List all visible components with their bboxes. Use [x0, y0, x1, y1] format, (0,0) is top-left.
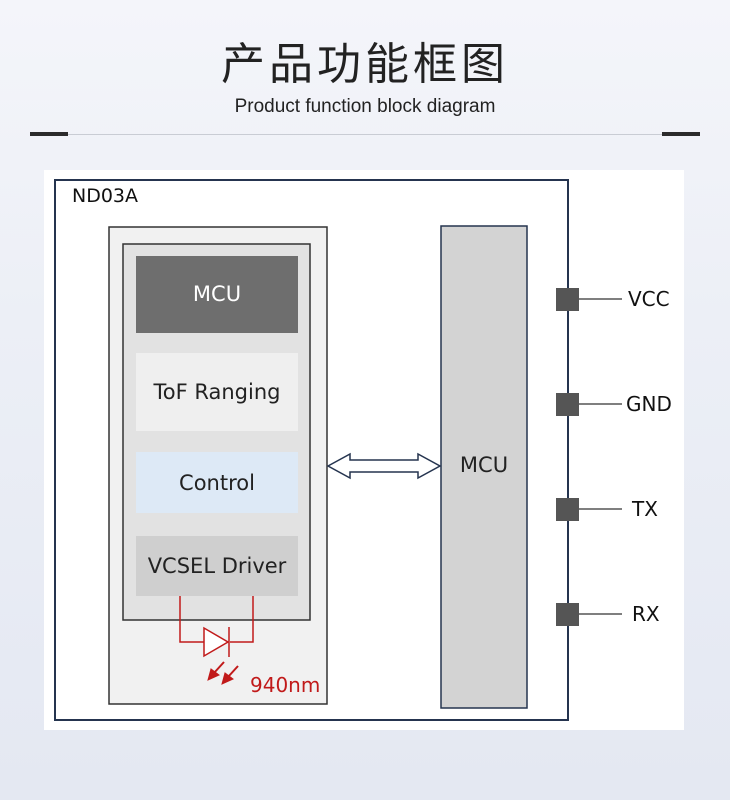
- chip-block-mcu-label: MCU: [193, 282, 241, 306]
- pin-vcc-label: VCC: [628, 287, 670, 311]
- chip-block-tof-label: ToF Ranging: [153, 380, 281, 404]
- bidirectional-arrow-icon: [326, 452, 442, 480]
- host-mcu-box: [440, 225, 528, 709]
- chip-block-vcsel: VCSEL Driver: [136, 536, 298, 596]
- pin-gnd: GND: [556, 392, 672, 416]
- divider-mark-right: [662, 132, 700, 136]
- chip-block-control: Control: [136, 452, 298, 513]
- pin-tx-pad: [556, 498, 579, 521]
- chip-block-control-label: Control: [179, 471, 255, 495]
- pin-rx-label: RX: [632, 602, 660, 626]
- page-subtitle: Product function block diagram: [234, 96, 496, 117]
- page-title: 产品功能框图: [221, 39, 509, 90]
- chip-block-mcu-box: [136, 256, 298, 333]
- header-divider: [30, 134, 700, 135]
- pin-rx: RX: [556, 602, 660, 626]
- diagram-canvas: ND03A MCU ToF Ranging Control VCSEL Driv…: [44, 170, 684, 730]
- chip-block-vcsel-box: [136, 536, 298, 596]
- chip-block-tof: ToF Ranging: [136, 353, 298, 431]
- pin-gnd-label: GND: [626, 392, 672, 416]
- divider-mark-left: [30, 132, 68, 136]
- emitter-wavelength-label: 940nm: [250, 673, 320, 697]
- pin-vcc-pad: [556, 288, 579, 311]
- module-label: ND03A: [72, 185, 138, 207]
- emission-arrows-icon: [207, 661, 239, 685]
- pin-vcc: VCC: [556, 287, 670, 311]
- pin-tx-label: TX: [631, 497, 658, 521]
- host-mcu-label: MCU: [460, 453, 508, 477]
- block-diagram: ND03A MCU ToF Ranging Control VCSEL Driv…: [54, 179, 672, 721]
- chip-block-control-box: [136, 452, 298, 513]
- chip-block-mcu: MCU: [136, 256, 298, 333]
- pin-gnd-pad: [556, 393, 579, 416]
- laser-diode-icon: [179, 596, 254, 658]
- pin-tx: TX: [556, 497, 658, 521]
- chip-block-vcsel-label: VCSEL Driver: [148, 554, 287, 578]
- pin-rx-pad: [556, 603, 579, 626]
- chip-block-tof-box: [136, 353, 298, 431]
